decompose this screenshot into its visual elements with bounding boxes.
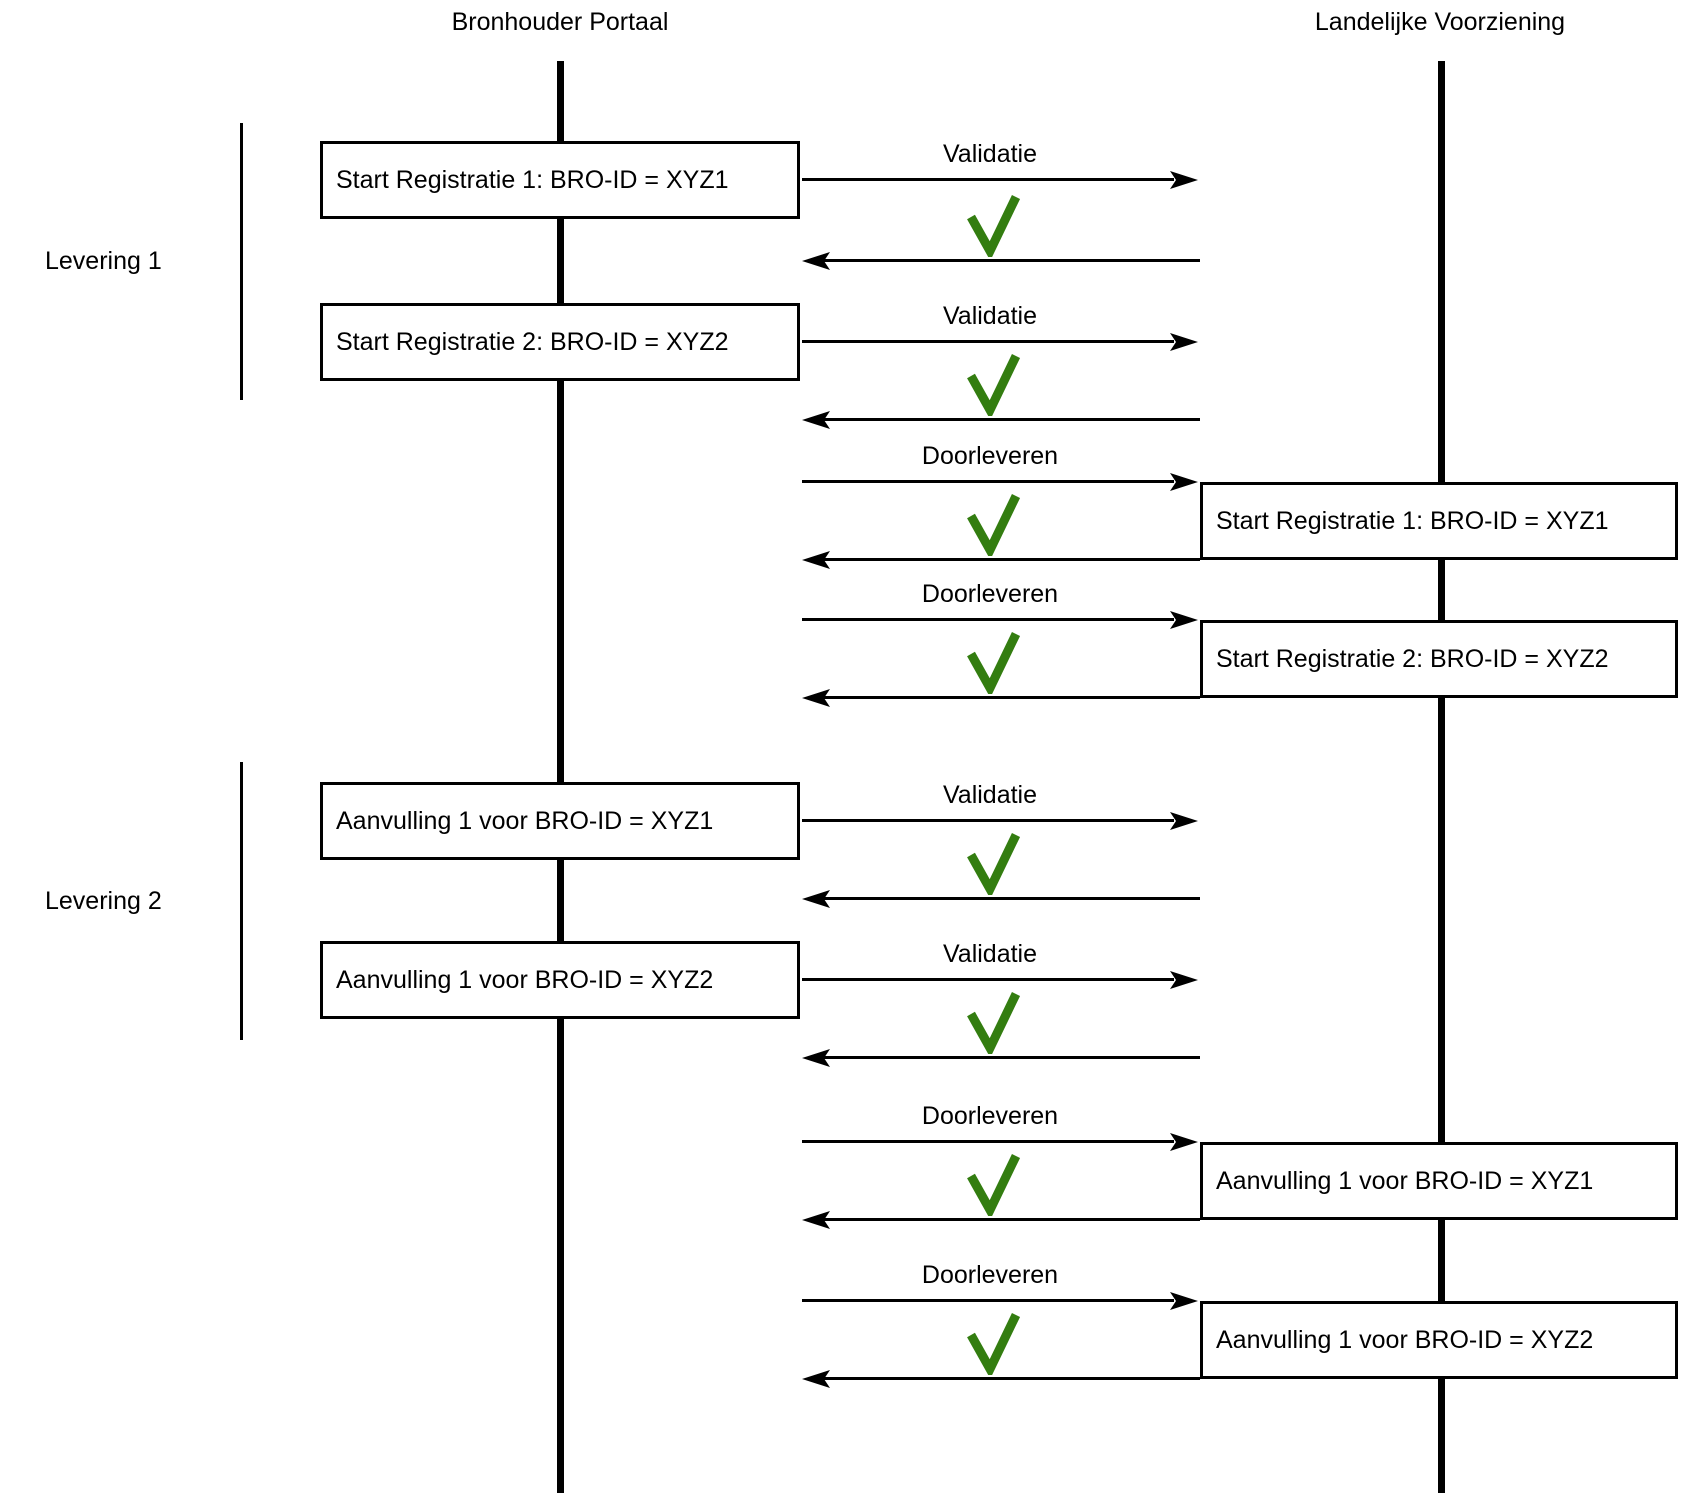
arrowhead-left-icon bbox=[802, 1048, 830, 1068]
green-checkmark-icon bbox=[966, 990, 1022, 1054]
arrowhead-right-icon bbox=[1170, 1132, 1198, 1152]
message-box-label: Start Registratie 2: BRO-ID = XYZ2 bbox=[336, 327, 729, 356]
arrowhead-right-icon bbox=[1170, 610, 1198, 630]
arrowhead-left-icon bbox=[802, 1369, 830, 1389]
green-checkmark-icon bbox=[966, 1152, 1022, 1216]
request-arrow-line bbox=[802, 819, 1174, 822]
group-label-levering-1: Levering 1 bbox=[45, 247, 162, 275]
flow-label: Doorleveren bbox=[921, 1261, 1059, 1289]
arrowhead-left-icon bbox=[802, 889, 830, 909]
response-arrow-line bbox=[824, 418, 1200, 421]
message-box-lv-aanvulling-1-xyz1: Aanvulling 1 voor BRO-ID = XYZ1 bbox=[1200, 1142, 1678, 1220]
message-box-label: Start Registratie 2: BRO-ID = XYZ2 bbox=[1216, 644, 1609, 673]
message-box-lv-start-registratie-1: Start Registratie 1: BRO-ID = XYZ1 bbox=[1200, 482, 1678, 560]
arrowhead-right-icon bbox=[1170, 970, 1198, 990]
arrowhead-left-icon bbox=[802, 410, 830, 430]
group-bracket-levering-1 bbox=[240, 123, 243, 400]
message-box-start-registratie-2: Start Registratie 2: BRO-ID = XYZ2 bbox=[320, 303, 800, 381]
request-arrow-line bbox=[802, 1299, 1174, 1302]
arrowhead-left-icon bbox=[802, 688, 830, 708]
response-arrow-line bbox=[824, 1056, 1200, 1059]
message-box-lv-start-registratie-2: Start Registratie 2: BRO-ID = XYZ2 bbox=[1200, 620, 1678, 698]
response-arrow-line bbox=[824, 897, 1200, 900]
green-checkmark-icon bbox=[966, 492, 1022, 556]
arrowhead-left-icon bbox=[802, 1210, 830, 1230]
green-checkmark-icon bbox=[966, 1311, 1022, 1375]
message-box-aanvulling-1-xyz1: Aanvulling 1 voor BRO-ID = XYZ1 bbox=[320, 782, 800, 860]
lifeline-bronhouder-portaal bbox=[557, 61, 564, 1493]
lifeline-title-bronhouder-portaal: Bronhouder Portaal bbox=[451, 8, 669, 36]
response-arrow-line bbox=[824, 696, 1200, 699]
arrowhead-right-icon bbox=[1170, 332, 1198, 352]
request-arrow-line bbox=[802, 1140, 1174, 1143]
group-bracket-levering-2 bbox=[240, 762, 243, 1040]
green-checkmark-icon bbox=[966, 630, 1022, 694]
arrowhead-left-icon bbox=[802, 550, 830, 570]
lifeline-title-landelijke-voorziening: Landelijke Voorziening bbox=[1314, 8, 1566, 36]
message-box-label: Start Registratie 1: BRO-ID = XYZ1 bbox=[1216, 506, 1609, 535]
request-arrow-line bbox=[802, 340, 1174, 343]
message-box-label: Start Registratie 1: BRO-ID = XYZ1 bbox=[336, 165, 729, 194]
green-checkmark-icon bbox=[966, 352, 1022, 416]
response-arrow-line bbox=[824, 1377, 1200, 1380]
message-box-label: Aanvulling 1 voor BRO-ID = XYZ1 bbox=[1216, 1166, 1594, 1195]
arrowhead-right-icon bbox=[1170, 811, 1198, 831]
message-box-label: Aanvulling 1 voor BRO-ID = XYZ2 bbox=[336, 965, 714, 994]
message-box-lv-aanvulling-1-xyz2: Aanvulling 1 voor BRO-ID = XYZ2 bbox=[1200, 1301, 1678, 1379]
request-arrow-line bbox=[802, 618, 1174, 621]
flow-label: Doorleveren bbox=[921, 1102, 1059, 1130]
arrowhead-left-icon bbox=[802, 251, 830, 271]
response-arrow-line bbox=[824, 1218, 1200, 1221]
message-box-label: Aanvulling 1 voor BRO-ID = XYZ2 bbox=[1216, 1325, 1594, 1354]
green-checkmark-icon bbox=[966, 193, 1022, 257]
arrowhead-right-icon bbox=[1170, 170, 1198, 190]
message-box-label: Aanvulling 1 voor BRO-ID = XYZ1 bbox=[336, 806, 714, 835]
arrowhead-right-icon bbox=[1170, 472, 1198, 492]
flow-label: Validatie bbox=[942, 781, 1038, 809]
group-label-levering-2: Levering 2 bbox=[45, 887, 162, 915]
flow-label: Doorleveren bbox=[921, 442, 1059, 470]
message-box-aanvulling-1-xyz2: Aanvulling 1 voor BRO-ID = XYZ2 bbox=[320, 941, 800, 1019]
green-checkmark-icon bbox=[966, 831, 1022, 895]
request-arrow-line bbox=[802, 178, 1174, 181]
response-arrow-line bbox=[824, 259, 1200, 262]
flow-label: Validatie bbox=[942, 302, 1038, 330]
lifeline-landelijke-voorziening bbox=[1438, 61, 1445, 1493]
arrowhead-right-icon bbox=[1170, 1291, 1198, 1311]
flow-label: Validatie bbox=[942, 140, 1038, 168]
request-arrow-line bbox=[802, 978, 1174, 981]
message-box-start-registratie-1: Start Registratie 1: BRO-ID = XYZ1 bbox=[320, 141, 800, 219]
flow-label: Validatie bbox=[942, 940, 1038, 968]
request-arrow-line bbox=[802, 480, 1174, 483]
response-arrow-line bbox=[824, 558, 1200, 561]
flow-label: Doorleveren bbox=[921, 580, 1059, 608]
